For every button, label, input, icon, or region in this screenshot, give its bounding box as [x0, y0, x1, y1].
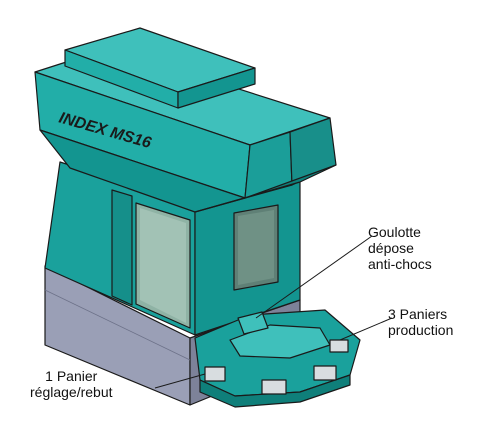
machine-cabinet	[44, 161, 301, 336]
callout-paniers-line1: 3 Paniers	[388, 306, 448, 322]
callout-panier-reglage: 1 Panier réglage/rebut	[30, 368, 113, 400]
goulotte-chute	[237, 311, 269, 335]
basket-production-3	[329, 339, 349, 353]
callout-panier1-line1: 1 Panier	[45, 368, 98, 384]
basket-production-1	[261, 379, 287, 395]
callout-goulotte-line1: Goulotte	[368, 224, 421, 240]
callout-goulotte-line3: anti-chocs	[368, 256, 432, 272]
leader-panier1	[154, 373, 206, 389]
callout-paniers-line2: production	[388, 322, 454, 338]
callout-panier1-line2: réglage/rebut	[30, 384, 113, 400]
callout-paniers-production: 3 Paniers production	[388, 306, 453, 338]
leader-paniers	[339, 317, 393, 341]
basket-production-2	[313, 365, 337, 381]
leader-goulotte	[255, 235, 373, 319]
basket-carousel	[194, 309, 361, 408]
callout-goulotte: Goulotte dépose anti-chocs	[368, 224, 432, 272]
basket-reglage	[204, 366, 226, 382]
machine-hood	[34, 27, 337, 213]
callout-goulotte-line2: dépose	[368, 240, 414, 256]
